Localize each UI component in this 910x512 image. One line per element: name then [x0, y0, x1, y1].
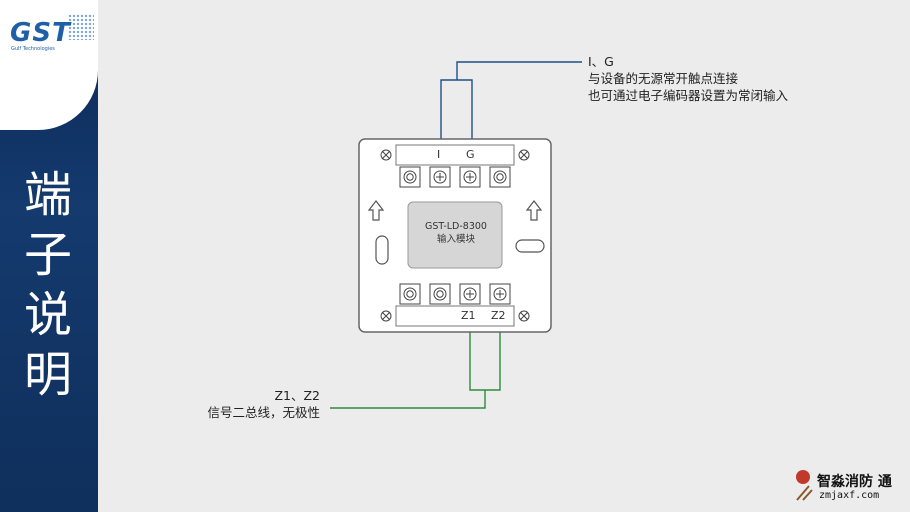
terminal-label-z2: Z2: [491, 309, 506, 322]
sidebar: GST Gulf Technologies 端 子 说 明: [0, 0, 98, 512]
watermark: 智淼消防 通 zmjaxf.com: [793, 468, 903, 508]
terminal-label-z1: Z1: [461, 309, 476, 322]
left-slot: [375, 235, 389, 265]
logo-mark: GST: [10, 18, 71, 48]
right-slot: [515, 239, 545, 253]
logo-area: GST Gulf Technologies: [0, 0, 98, 130]
title-char: 端: [23, 167, 72, 223]
annotation-top: I、G 与设备的无源常开触点连接 也可通过电子编码器设置为常闭输入: [588, 53, 788, 104]
watermark-logo-icon: [796, 470, 813, 501]
annotation-bottom: Z1、Z2 信号二总线，无极性: [196, 387, 320, 421]
title-char: 说: [23, 287, 72, 343]
annotation-top-line2: 与设备的无源常开触点连接: [588, 71, 739, 86]
module-label: GST-LD-8300 输入模块: [410, 220, 502, 246]
title-char: 子: [23, 227, 72, 283]
section-title: 端 子 说 明: [8, 165, 88, 405]
annotation-top-line3: 也可通过电子编码器设置为常闭输入: [588, 88, 789, 103]
annotation-top-line1: I、G: [588, 54, 614, 69]
logo-subtitle: Gulf Technologies: [11, 46, 55, 52]
top-terminal-strip: [395, 144, 515, 166]
annotation-bottom-line1: Z1、Z2: [274, 388, 320, 403]
up-arrows: [367, 200, 543, 221]
label-plate: [407, 201, 503, 269]
terminal-label-i: I: [437, 148, 441, 161]
bottom-wires: [330, 332, 501, 409]
bottom-mount-screws: [380, 310, 530, 322]
watermark-url: zmjaxf.com: [819, 490, 880, 501]
module-name: 输入模块: [436, 234, 475, 245]
bottom-terminals: [399, 283, 511, 305]
watermark-extra: 通: [877, 474, 892, 490]
top-mount-screws: [380, 149, 530, 161]
terminal-label-g: G: [466, 148, 475, 161]
title-char: 明: [23, 347, 72, 403]
module-model: GST-LD-8300: [425, 221, 487, 232]
watermark-name: 智淼消防 通: [817, 474, 892, 490]
annotation-bottom-line2: 信号二总线，无极性: [207, 405, 320, 420]
top-terminals: [399, 166, 511, 188]
top-wires: [440, 61, 582, 142]
logo-dots-icon: [68, 14, 94, 40]
bottom-terminal-strip: [395, 305, 515, 327]
